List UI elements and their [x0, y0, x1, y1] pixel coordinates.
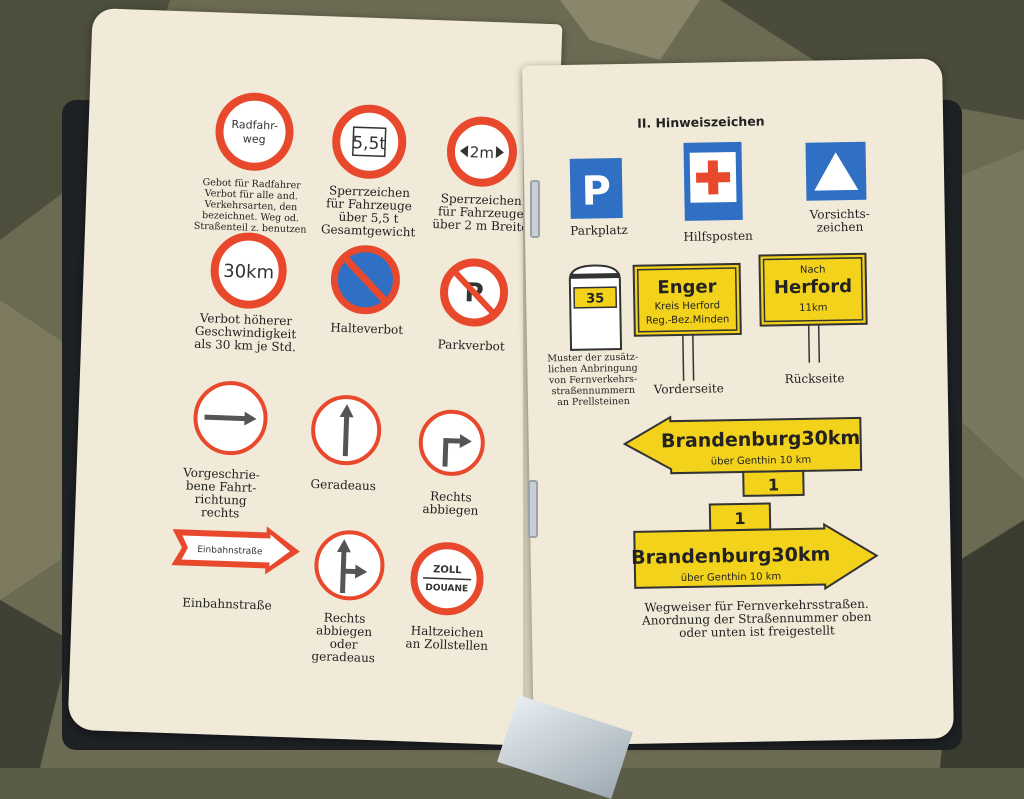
town-back-line1: Nach [800, 264, 826, 275]
town-front-line2: Kreis Herford [654, 300, 720, 312]
mandatory-right-caption: Vorgeschrie- bene Fahrt- richtung rechts [183, 465, 261, 521]
town-sign-back: Nach Herford 11km [758, 252, 868, 363]
one-way-caption: Einbahnstraße [181, 595, 273, 613]
weight-limit-sign: 5,5t [332, 104, 407, 179]
bike-path-sign-label-2: weg [243, 132, 266, 146]
first-aid-caption: Hilfsposten [683, 228, 753, 244]
right-or-straight-sign [314, 530, 385, 601]
direction-arrow-right: 1 Brandenburg30km über Genthin 10 km [631, 502, 879, 591]
no-stopping-caption: Halteverbot [330, 320, 404, 338]
turn-right-sign [418, 409, 485, 476]
arrow2-via: über Genthin 10 km [681, 571, 782, 584]
arrow1-number: 1 [768, 475, 779, 494]
arrow2-number: 1 [734, 509, 745, 528]
bike-path-caption: Gebot für Radfahrer Verbot für alle and.… [193, 176, 307, 236]
customs-stop-caption: Haltzeichen an Zollstellen [405, 623, 489, 654]
town-front-line3: Reg.-Bez.Minden [646, 314, 730, 326]
section-title: II. Hinweiszeichen [636, 113, 765, 131]
weight-limit-caption: Sperrzeichen für Fahrzeuge über 5,5 t Ge… [320, 183, 416, 240]
parking-sign: P [569, 157, 623, 219]
direction-arrow-left: Brandenburg30km über Genthin 10 km 1 [622, 415, 863, 497]
width-limit-label: 2m [470, 143, 495, 162]
weight-limit-label: 5,5t [352, 133, 387, 154]
mandatory-right-sign [193, 381, 268, 456]
town-back-distance: 11km [799, 302, 827, 313]
first-aid-sign [683, 141, 743, 221]
width-limit-caption: Sperrzeichen für Fahrzeuge über 2 m Brei… [432, 191, 529, 235]
speed-limit-sign: 30km [210, 232, 287, 309]
arrow2-town: Brandenburg30km [631, 543, 831, 568]
back-caption: Rückseite [784, 371, 845, 387]
one-way-label: Einbahnstraße [197, 545, 263, 557]
turn-right-caption: Rechts abbiegen [422, 489, 479, 518]
caution-sign [805, 141, 867, 201]
town-back-name: Herford [774, 276, 852, 298]
front-caption: Vorderseite [653, 381, 724, 397]
no-parking-caption: Parkverbot [437, 337, 505, 354]
bike-path-sign-label-1: Radfahr- [231, 118, 278, 133]
bike-path-sign: Radfahr- weg [215, 92, 294, 171]
speed-limit-caption: Verbot höherer Geschwindigkeit als 30 km… [193, 310, 297, 355]
arrow1-via: über Genthin 10 km [711, 455, 812, 468]
no-parking-sign: P [440, 258, 509, 327]
arrow1-town: Brandenburg30km [661, 427, 861, 452]
parking-caption: Parkplatz [570, 222, 628, 238]
straight-ahead-sign [311, 395, 382, 466]
width-limit-sign: 2m [446, 116, 517, 187]
town-sign-front: Enger Kreis Herford Reg.-Bez.Minden [632, 262, 742, 381]
customs-stop-sign: ZOLL DOUANE [410, 542, 484, 616]
customs-label-top: ZOLL [433, 564, 462, 576]
right-page: II. Hinweiszeichen P Parkplatz Hilfspost… [522, 58, 954, 746]
route-number-label: 35 [586, 291, 604, 306]
right-or-straight-caption: Rechts abbiegen oder geradeaus [311, 610, 376, 666]
no-stopping-sign [330, 245, 400, 315]
one-way-sign: Einbahnstraße [171, 526, 300, 575]
signpost-footer: Wegweiser für Fernverkehrsstraßen. Anord… [641, 596, 872, 641]
left-page: Radfahr- weg Gebot für Radfahrer Verbot … [67, 8, 563, 746]
route-marker-stone: 35 [568, 264, 623, 351]
caution-caption: Vorsichts- zeichen [809, 206, 870, 235]
town-front-name: Enger [657, 276, 717, 298]
parking-sign-label: P [581, 168, 611, 215]
staple-top [530, 180, 540, 238]
customs-label-bottom: DOUANE [425, 583, 468, 594]
speed-limit-label: 30km [223, 261, 275, 284]
staple-bottom [528, 480, 538, 538]
straight-ahead-caption: Geradeaus [310, 476, 377, 494]
